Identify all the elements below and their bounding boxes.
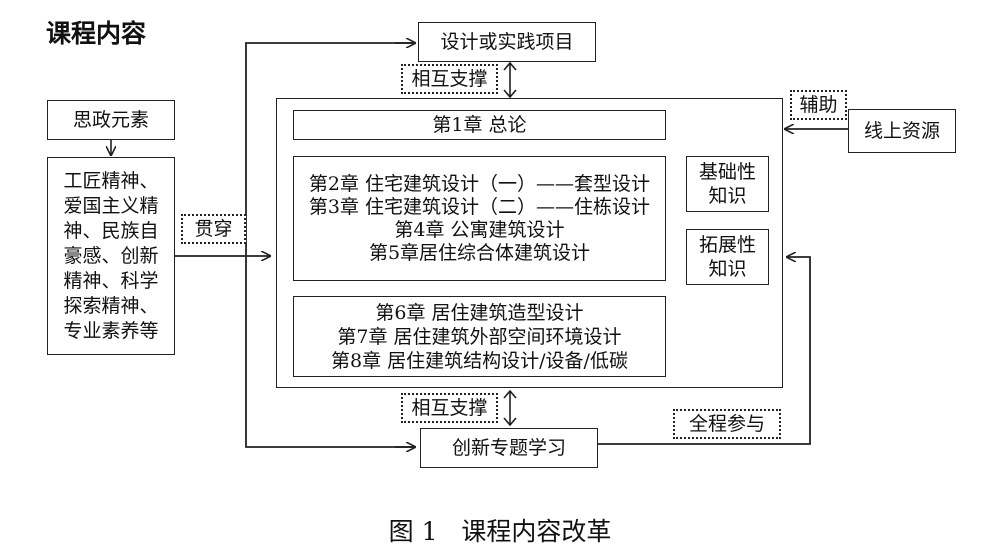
- double-arrow-bottom: [503, 389, 517, 427]
- basic-knowledge-line: 基础性: [698, 161, 756, 183]
- mutual-support-bottom-label: 相互支撑: [411, 397, 488, 419]
- chapter-line: 第7章 居住建筑外部空间环境设计: [337, 325, 622, 348]
- design-project-box: 设计或实践项目: [418, 22, 596, 62]
- assist-label: 辅助: [799, 94, 838, 116]
- ideology-line: 精神、科学: [63, 269, 159, 292]
- assist-tag: 辅助: [790, 90, 847, 120]
- online-resources-box: 线上资源: [848, 109, 956, 153]
- figure-caption: 图 1 课程内容改革: [388, 517, 612, 546]
- ideology-line: 专业素养等: [63, 319, 159, 342]
- chapter-line: 第3章 住宅建筑设计（二）——住栋设计: [308, 195, 651, 218]
- chapter-line: 第5章居住综合体建筑设计: [368, 241, 591, 264]
- trunk-line: [245, 42, 415, 448]
- run-through-tag: 贯穿: [181, 214, 246, 244]
- course-content-container: [276, 98, 783, 388]
- chapter-line: 第4章 公寓建筑设计: [394, 218, 565, 241]
- run-through-label: 贯穿: [194, 218, 233, 240]
- ideology-line: 神、民族自: [63, 219, 159, 242]
- chapter-line: 第6章 居住建筑造型设计: [375, 301, 584, 324]
- double-arrow-top: [503, 61, 517, 99]
- page-heading: 课程内容: [46, 19, 147, 48]
- chapter-line: 第2章 住宅建筑设计（一）——套型设计: [308, 172, 651, 195]
- full-participation-tag: 全程参与: [673, 409, 781, 439]
- extended-knowledge-box: 拓展性 知识: [686, 229, 769, 285]
- ideology-line: 工匠精神、: [63, 169, 159, 192]
- ideology-line: 爱国主义精: [63, 194, 159, 217]
- basic-knowledge-box: 基础性 知识: [686, 156, 769, 212]
- mutual-support-bottom-tag: 相互支撑: [401, 393, 498, 423]
- innovation-study-label: 创新专题学习: [451, 437, 566, 459]
- chapter1-label: 第1章 总论: [432, 114, 527, 136]
- chapter1-box: 第1章 总论: [293, 110, 666, 140]
- full-participation-label: 全程参与: [688, 413, 765, 435]
- line-full-participation: [598, 257, 811, 445]
- basic-knowledge-line: 知识: [708, 185, 747, 207]
- ideology-box: 思政元素: [47, 100, 175, 140]
- mutual-support-top-tag: 相互支撑: [401, 64, 498, 94]
- ideology-line: 探索精神、: [63, 294, 159, 317]
- extended-knowledge-line: 拓展性: [698, 234, 756, 256]
- chapter-line: 第8章 居住建筑结构设计/设备/低碳: [331, 349, 628, 372]
- ideology-line: 豪感、创新: [63, 244, 159, 267]
- mutual-support-top-label: 相互支撑: [411, 68, 488, 90]
- innovation-study-box: 创新专题学习: [420, 428, 598, 468]
- online-resources-label: 线上资源: [863, 120, 940, 142]
- ideology-content-box: 工匠精神、 爱国主义精 神、民族自 豪感、创新 精神、科学 探索精神、 专业素养…: [47, 157, 175, 355]
- chapters-6-8-box: 第6章 居住建筑造型设计 第7章 居住建筑外部空间环境设计 第8章 居住建筑结构…: [293, 296, 666, 377]
- extended-knowledge-line: 知识: [708, 258, 747, 280]
- design-project-label: 设计或实践项目: [440, 31, 574, 53]
- chapters-2-5-box: 第2章 住宅建筑设计（一）——套型设计 第3章 住宅建筑设计（二）——住栋设计 …: [293, 156, 666, 281]
- ideology-label: 思政元素: [72, 109, 149, 131]
